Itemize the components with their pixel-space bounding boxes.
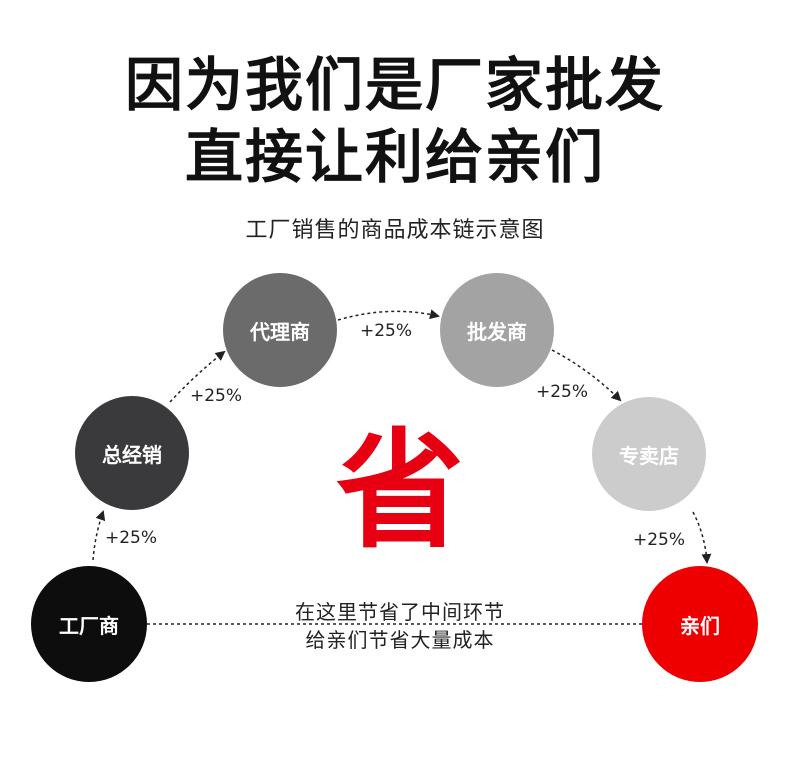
save-character: 省 [335, 417, 464, 566]
markup-label-1: +25% [105, 528, 158, 548]
headline-line-2: 直接让利给亲们 [184, 123, 605, 191]
node-store-label: 专卖店 [619, 443, 679, 468]
markup-label-2: +25% [190, 386, 243, 406]
node-factory-label: 工厂商 [59, 613, 119, 638]
headline-line-1: 因为我们是厂家批发 [124, 51, 665, 119]
arrow-distributor-to-agent [169, 350, 226, 403]
node-factory: 工厂商 [31, 566, 147, 682]
node-wholesaler-label: 批发商 [467, 319, 527, 344]
node-store: 专卖店 [592, 397, 706, 511]
node-distributor: 总经销 [75, 396, 189, 510]
node-distributor-label: 总经销 [102, 442, 162, 467]
node-customer-label: 亲们 [680, 613, 720, 638]
arrow-wholesaler-to-store [551, 349, 622, 402]
node-customer: 亲们 [642, 566, 758, 682]
markup-label-3: +25% [360, 321, 413, 341]
savings-note-line-2: 给亲们节省大量成本 [305, 628, 495, 652]
arrow-factory-to-distributor [92, 510, 106, 561]
node-agent: 代理商 [223, 273, 337, 387]
arrow-agent-to-wholesaler [337, 309, 440, 321]
savings-note-line-1: 在这里节省了中间环节 [295, 600, 505, 624]
arrow-store-to-customer [692, 511, 712, 564]
diagram-subtitle: 工厂销售的商品成本链示意图 [245, 218, 545, 243]
markup-label-4: +25% [536, 382, 589, 402]
markup-label-5: +25% [633, 530, 686, 550]
node-agent-label: 代理商 [250, 319, 310, 344]
node-wholesaler: 批发商 [440, 273, 554, 387]
